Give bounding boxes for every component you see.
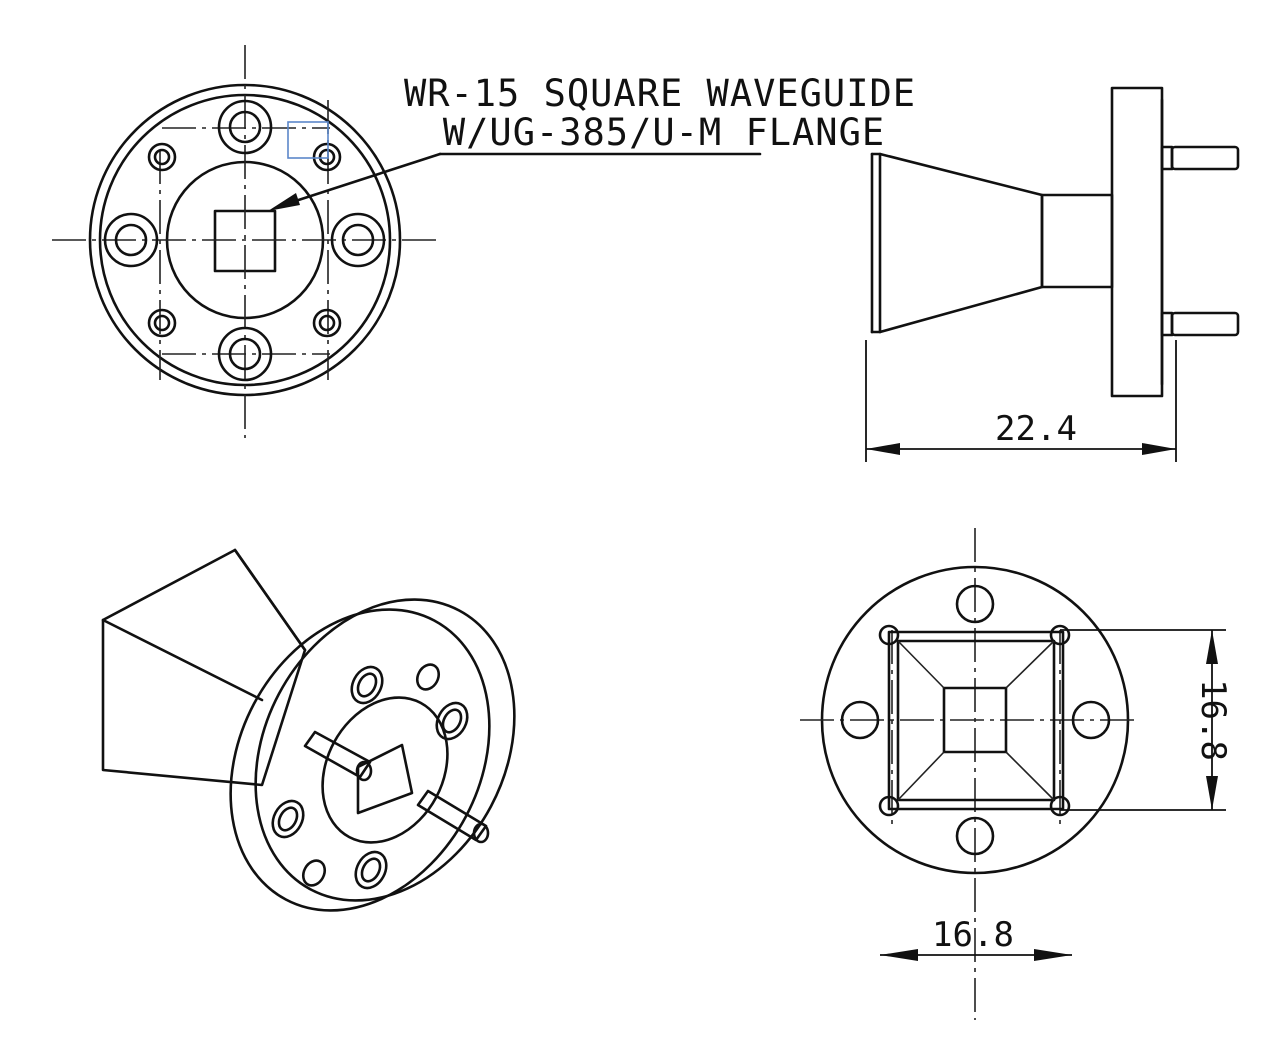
pin-hole-tl bbox=[147, 142, 177, 172]
callout-line-2: W/UG-385/U-M FLANGE bbox=[443, 111, 885, 154]
front-view-flange bbox=[52, 45, 440, 438]
pin-hole-tr bbox=[312, 142, 342, 172]
throat-aperture bbox=[942, 686, 1008, 754]
guide-pin-lower bbox=[1170, 311, 1240, 337]
callout-line-1: WR-15 SQUARE WAVEGUIDE bbox=[404, 72, 916, 115]
rear-view bbox=[800, 528, 1226, 1020]
callout-leader bbox=[268, 152, 762, 211]
bolt-hole-bottom bbox=[217, 326, 273, 382]
bolt-hole-right bbox=[330, 212, 386, 268]
dimension-height: 16.8 bbox=[1193, 679, 1233, 761]
pin-hole-br bbox=[312, 308, 342, 338]
horn-aperture bbox=[887, 630, 1065, 811]
dimension-length: 22.4 bbox=[995, 409, 1077, 449]
bolt-hole-top bbox=[217, 99, 273, 155]
pin-hole-bl bbox=[147, 308, 177, 338]
bolt-hole-left bbox=[103, 212, 159, 268]
dimension-width: 16.8 bbox=[932, 915, 1014, 955]
selection-box bbox=[287, 121, 329, 159]
side-view bbox=[865, 86, 1240, 462]
isometric-view bbox=[101, 548, 516, 912]
guide-pin-upper bbox=[1170, 145, 1240, 171]
